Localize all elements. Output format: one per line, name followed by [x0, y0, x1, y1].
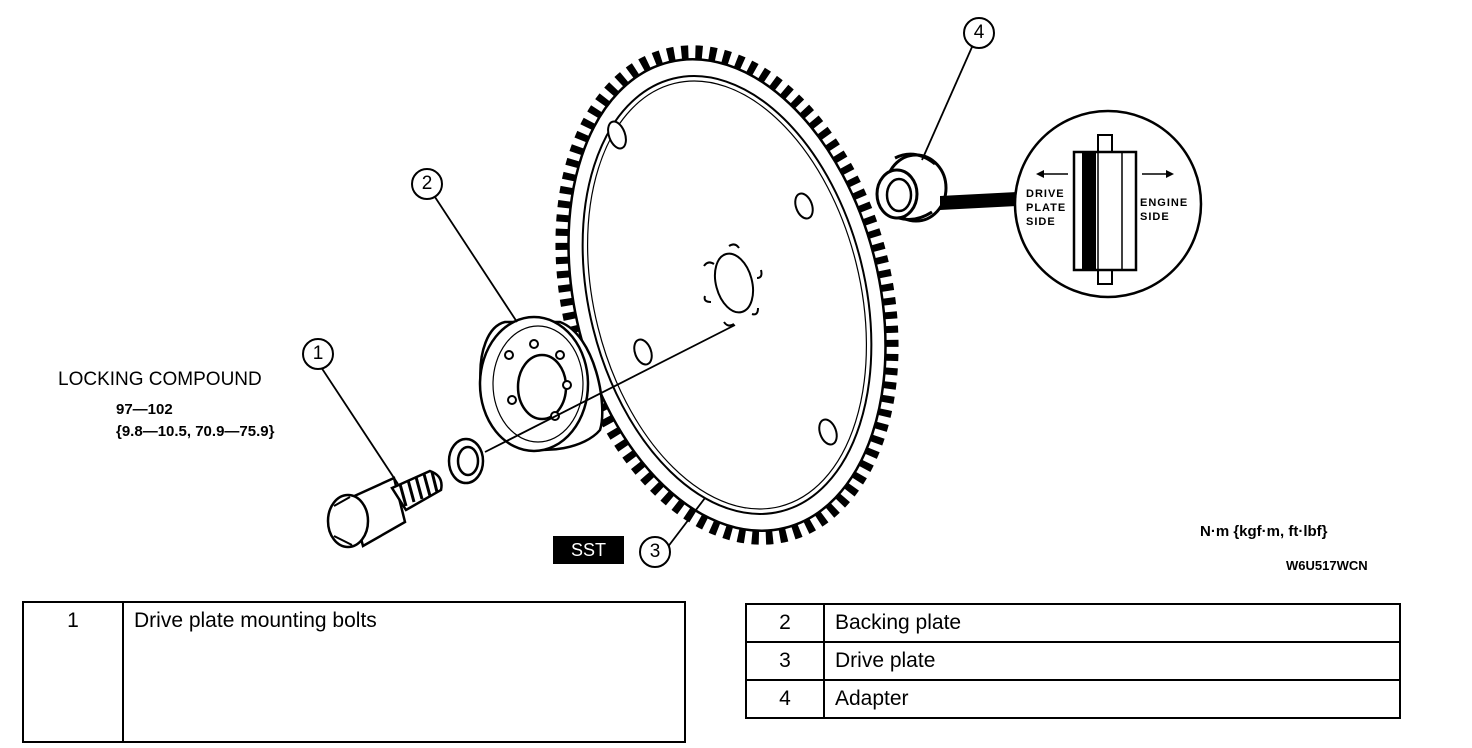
part-number: 3	[745, 641, 825, 681]
part-name: Drive plate mounting bolts	[122, 601, 686, 743]
bolt	[326, 469, 443, 549]
part-name: Drive plate	[823, 641, 1401, 681]
drive-plate-holes	[607, 120, 838, 446]
part-number: 1	[22, 601, 124, 743]
table-row: 4 Adapter	[745, 679, 1401, 719]
adapter	[875, 152, 948, 223]
part-name: Adapter	[823, 679, 1401, 719]
backing-plate	[478, 315, 604, 453]
callout-2: 2	[411, 168, 443, 200]
locking-compound-note: LOCKING COMPOUND	[58, 369, 262, 390]
figure-code: W6U517WCN	[1286, 558, 1368, 573]
callout-4: 4	[963, 17, 995, 49]
inset-drive-plate-side-label: DRIVE PLATE SIDE	[1026, 188, 1067, 228]
part-number: 2	[745, 603, 825, 643]
adapter-detail-inset	[1013, 109, 1203, 299]
table-row: 3 Drive plate	[745, 641, 1401, 681]
torque-units-legend: N·m {kgf·m, ft·lbf}	[1200, 523, 1328, 540]
sst-badge: SST	[553, 536, 624, 564]
parts-table-right: 2 Backing plate 3 Drive plate 4 Adapter	[745, 603, 1401, 719]
part-name: Backing plate	[823, 603, 1401, 643]
inset-engine-side-label: ENGINE SIDE	[1140, 197, 1189, 223]
torque-spec-nm: 97—102	[116, 401, 173, 418]
washer	[447, 437, 485, 485]
torque-spec-alt-units: {9.8—10.5, 70.9—75.9}	[116, 423, 275, 440]
callout-1: 1	[302, 338, 334, 370]
table-row: 2 Backing plate	[745, 603, 1401, 643]
callout-3: 3	[639, 536, 671, 568]
table-row: 1 Drive plate mounting bolts	[22, 601, 686, 743]
parts-table-left: 1 Drive plate mounting bolts	[22, 601, 686, 743]
part-number: 4	[745, 679, 825, 719]
